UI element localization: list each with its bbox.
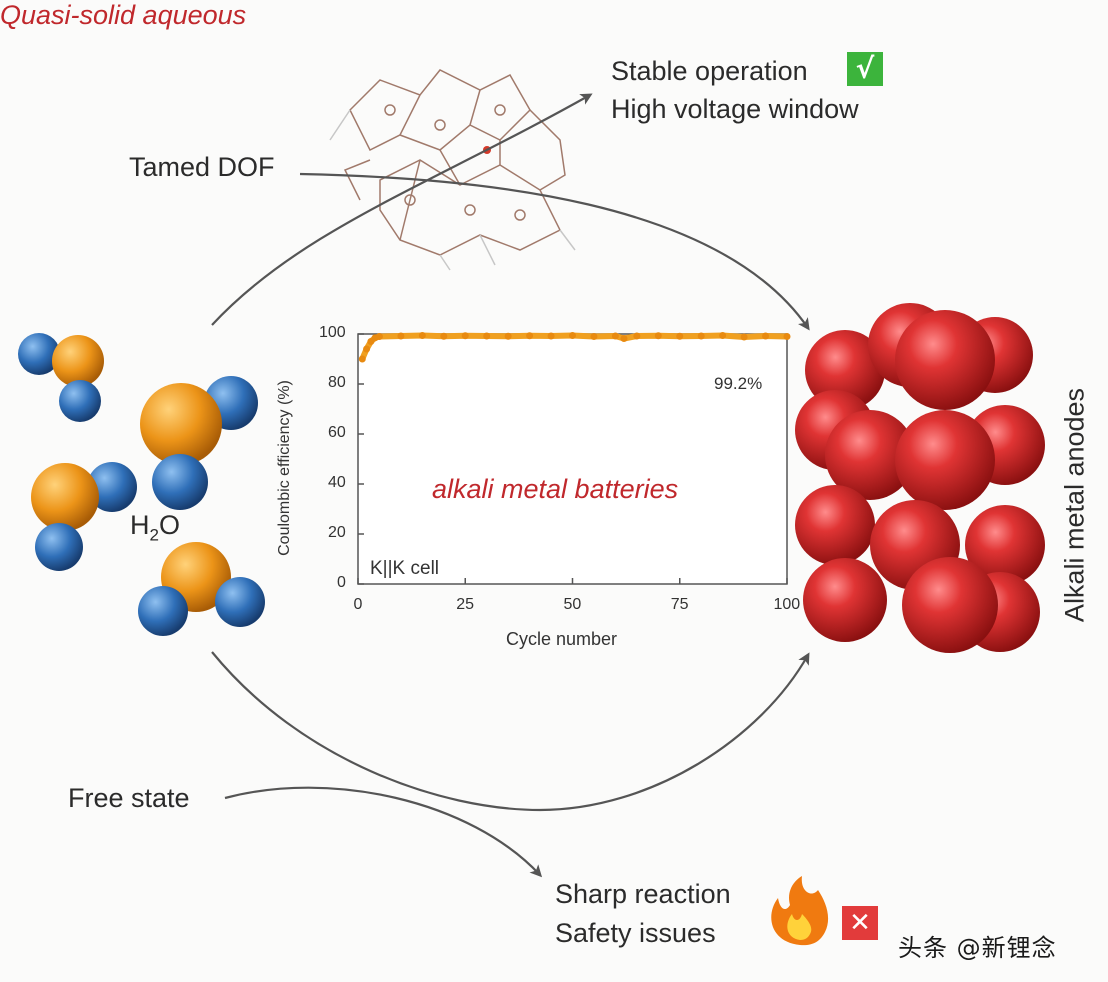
check-icon: √ [847, 52, 883, 86]
metal-atom-cluster [795, 303, 1045, 653]
plot-title-line1-text: Quasi-solid aqueous [0, 0, 247, 30]
data-point [483, 332, 491, 340]
hydrogen-atom [35, 523, 83, 571]
chart-marks [357, 332, 791, 585]
data-point [504, 332, 512, 340]
alkali-metal-anodes-label: Alkali metal anodes [1059, 387, 1090, 623]
h2o-subscript: 2 [149, 525, 159, 545]
water-molecules [18, 333, 265, 636]
h2o-h: H [130, 510, 150, 540]
data-point [676, 332, 684, 340]
data-point [762, 332, 770, 340]
x-tick-label: 75 [670, 596, 689, 613]
hydrogen-atom [138, 586, 188, 636]
safety-issues-label: Safety issues [555, 918, 716, 948]
hydrogen-atom [215, 577, 265, 627]
cell-annotation: K||K cell [370, 558, 440, 579]
y-tick-label: 40 [328, 474, 346, 491]
efficiency-chart [357, 332, 791, 585]
x-tick-label: 25 [456, 596, 475, 613]
data-point [461, 332, 469, 340]
watermark: 头条 @新锂念 [898, 934, 1057, 962]
x-tick-label: 100 [773, 596, 801, 613]
free-state-label: Free state [68, 783, 190, 813]
sharp-reaction-label: Sharp reaction [555, 879, 731, 909]
arrows [211, 93, 810, 878]
data-point [440, 332, 448, 340]
data-point [697, 332, 705, 340]
plot-frame [357, 333, 788, 585]
data-point [569, 332, 576, 339]
dof-structure [329, 69, 576, 271]
efficiency-annotation: 99.2% [714, 374, 763, 393]
cross-icon: ✕ [842, 906, 878, 940]
data-point [397, 332, 405, 340]
data-point [418, 332, 426, 339]
h2o-o: O [158, 510, 180, 540]
arrow-to-stable [211, 93, 593, 326]
x-tick-label: 50 [563, 596, 582, 613]
oxygen-atom [52, 335, 104, 387]
plot-title-line1: Quasi-solid aqueous [0, 0, 1108, 31]
high-voltage-label: High voltage window [611, 94, 859, 124]
y-tick-label: 0 [337, 574, 346, 591]
arrow-free-to-sharp [224, 786, 543, 878]
data-point [719, 332, 727, 339]
plot-title-line2-text: alkali metal batteries [432, 474, 679, 504]
data-point [633, 332, 641, 340]
hydrogen-atom [152, 454, 208, 510]
stable-operation-label: Stable operation [611, 56, 808, 86]
hydrogen-atom [59, 380, 101, 422]
y-axis-label: Coulombic efficiency (%) [276, 380, 293, 556]
fire-icon [771, 876, 829, 946]
data-point [375, 333, 383, 340]
x-axis-label: Cycle number [506, 629, 618, 649]
oxygen-atom [31, 463, 99, 531]
data-point [620, 335, 628, 342]
data-point [358, 355, 366, 363]
data-point [611, 332, 619, 340]
y-tick-label: 20 [328, 524, 346, 541]
data-point [590, 333, 598, 340]
hydrogen-atom [18, 333, 60, 375]
y-tick-label: 80 [328, 374, 346, 391]
x-tick-label: 0 [353, 596, 363, 613]
oxygen-atom [140, 383, 222, 465]
y-tick-label: 60 [328, 424, 346, 441]
water-formula-label: H2O [130, 510, 180, 545]
arrow-water-to-anodes [211, 651, 810, 812]
data-point [783, 333, 791, 340]
data-point [654, 332, 662, 340]
data-point [740, 333, 748, 341]
hydrogen-atom [87, 462, 137, 512]
data-point [363, 345, 371, 353]
arrow-tamed-to-anodes [299, 172, 810, 331]
data-point [526, 332, 534, 340]
y-tick-label: 100 [319, 324, 346, 341]
tamed-dof-label: Tamed DOF [129, 152, 275, 182]
plot-title-line2: alkali metal batteries [432, 474, 678, 505]
data-point [547, 332, 555, 340]
